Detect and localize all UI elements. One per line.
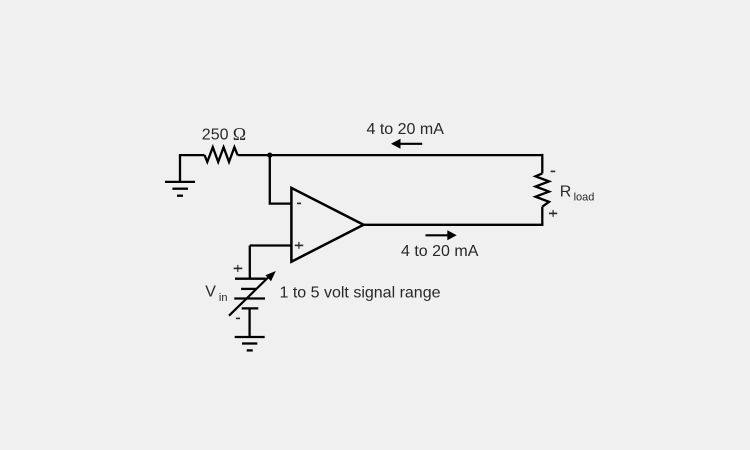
svg-text:load: load	[574, 192, 595, 204]
svg-text:4 to 20 mA: 4 to 20 mA	[401, 243, 479, 260]
svg-text:R: R	[560, 184, 572, 201]
svg-text:in: in	[219, 292, 228, 304]
svg-text:1 to 5 volt signal range: 1 to 5 volt signal range	[280, 285, 441, 302]
svg-text:4 to 20 mA: 4 to 20 mA	[367, 121, 445, 138]
svg-text:V: V	[205, 283, 216, 300]
svg-text:250: 250	[202, 127, 229, 144]
svg-text:Ω: Ω	[233, 124, 246, 144]
